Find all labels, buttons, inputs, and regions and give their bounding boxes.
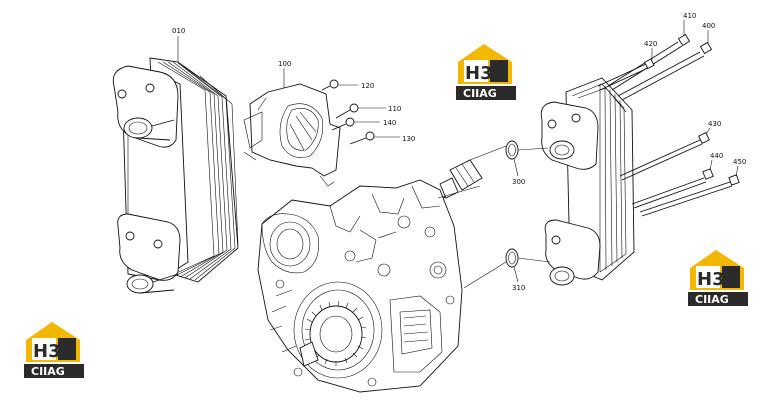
callout-410: 410 [683, 12, 696, 20]
callout-140: 140 [383, 119, 396, 127]
callout-130: 130 [402, 135, 415, 143]
watermark-name: CIIAG [695, 293, 729, 306]
bracket-assembly [243, 83, 341, 187]
callout-010: 010 [172, 27, 185, 35]
assembly-leader-lines [437, 145, 551, 289]
callout-440: 440 [710, 152, 723, 160]
callout-310: 310 [512, 284, 525, 292]
watermark-logo: H3 CIIAG [24, 322, 84, 378]
callout-labels: 010 100 120 110 140 130 300 310 410 400 … [172, 12, 746, 292]
callout-300: 300 [512, 178, 525, 186]
callout-120: 120 [361, 82, 374, 90]
callout-420: 420 [644, 40, 657, 48]
callout-110: 110 [388, 105, 401, 113]
callout-100: 100 [278, 60, 291, 68]
callout-400: 400 [702, 22, 715, 30]
oil-cooler-left [112, 57, 239, 294]
callout-430: 430 [708, 120, 721, 128]
watermark-logo: H3 CIIAG [456, 44, 516, 100]
oil-cooler-right [540, 77, 635, 286]
callout-450: 450 [733, 158, 746, 166]
watermark-mark: H3 [33, 341, 61, 362]
o-ring-300 [505, 140, 519, 160]
bolt-set-cooler [597, 33, 740, 217]
watermark-name: CIIAG [463, 87, 497, 100]
o-ring-310 [505, 248, 519, 268]
watermark-mark: H3 [465, 63, 493, 84]
watermark-logo: H3 CIIAG [688, 250, 748, 306]
watermark-name: CIIAG [31, 365, 65, 378]
watermark-mark: H3 [697, 269, 725, 290]
transmission-housing [257, 179, 463, 393]
